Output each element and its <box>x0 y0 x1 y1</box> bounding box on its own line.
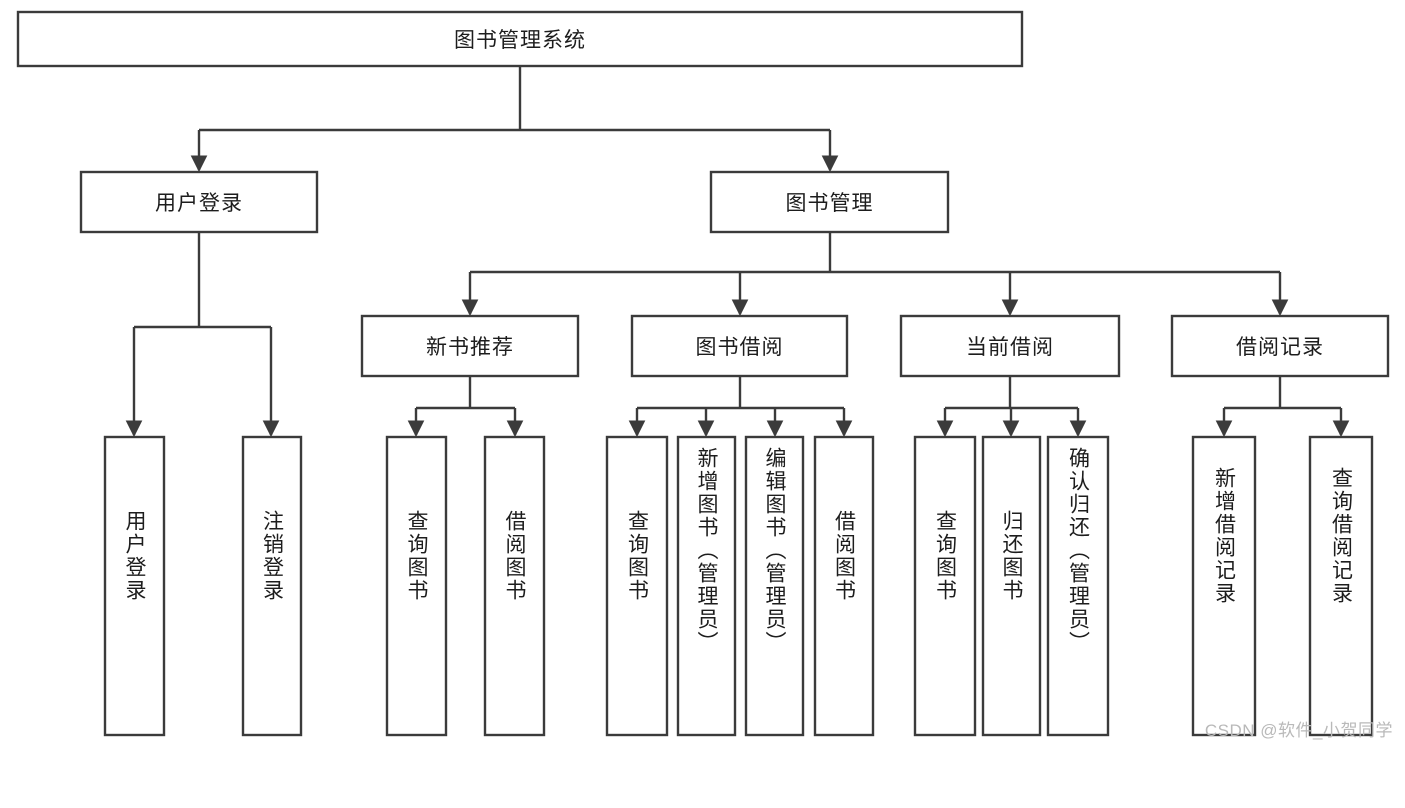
leaf-box-borrow-book[interactable] <box>813 435 875 737</box>
leaf-box-query-book-rec[interactable] <box>385 435 448 737</box>
leaf-box-logout[interactable] <box>241 435 303 737</box>
node-box-book-borrow[interactable] <box>630 314 849 378</box>
flowchart-svg <box>16 10 1390 737</box>
leaf-box-return-book[interactable] <box>981 435 1042 737</box>
connector-group-records <box>1215 376 1350 438</box>
leaf-box-user-login[interactable] <box>103 435 166 737</box>
leaf-box-edit-book-admin[interactable] <box>744 435 805 737</box>
node-box-book-mgmt[interactable] <box>709 170 950 234</box>
node-box-borrow-records[interactable] <box>1170 314 1390 378</box>
leaf-box-confirm-return-admin[interactable] <box>1046 435 1110 737</box>
leaf-box-query-book-current[interactable] <box>913 435 977 737</box>
leaf-box-query-book-borrow[interactable] <box>605 435 669 737</box>
node-box-current-borrow[interactable] <box>899 314 1121 378</box>
flowchart-canvas: 图书管理系统 用户登录 图书管理 新书推荐 图书借阅 当前借阅 借阅记录 用户登… <box>16 10 1392 740</box>
leaf-box-add-borrow-record[interactable] <box>1191 435 1257 737</box>
connector-group-borrow <box>628 376 853 438</box>
node-box-user-login[interactable] <box>79 170 319 234</box>
connector-group-current <box>936 376 1087 438</box>
leaf-box-add-book-admin[interactable] <box>676 435 737 737</box>
node-box-root[interactable] <box>16 10 1024 68</box>
leaf-box-borrow-book-rec[interactable] <box>483 435 546 737</box>
connector-group-user-login <box>125 232 280 438</box>
leaf-box-query-borrow-record[interactable] <box>1308 435 1374 737</box>
connector-group-root <box>190 66 839 173</box>
connector-group-book-mgmt <box>461 232 1289 317</box>
node-box-new-book-rec[interactable] <box>360 314 580 378</box>
connector-group-new-books <box>407 376 524 438</box>
